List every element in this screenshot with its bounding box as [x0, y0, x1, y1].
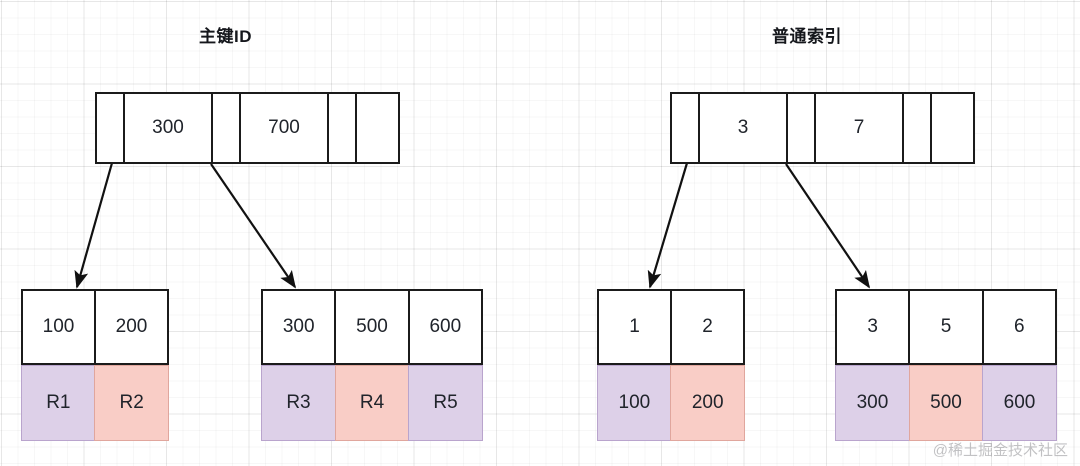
leaf-4-value-cell: 500 — [908, 365, 984, 441]
leaf-4-value-cell: 300 — [835, 365, 910, 441]
leaf-4-value-row: 300 500 600 — [835, 365, 1057, 441]
leaf-1-value-row: R1 R2 — [21, 365, 170, 441]
leaf-3-value-cell: 100 — [597, 365, 672, 441]
root-cell-key-700: 700 — [241, 94, 329, 162]
primary-key-tree-title: 主键ID — [199, 27, 252, 46]
leaf-1-value-cell: R1 — [21, 365, 96, 441]
leaf-2-value-cell: R5 — [408, 365, 483, 441]
leaf-4-key-cell: 6 — [983, 291, 1055, 363]
leaf-3-value-cell: 200 — [670, 365, 746, 441]
root-cell-key-7: 7 — [816, 94, 904, 162]
root-cell-pointer — [788, 94, 816, 162]
leaf-4-key-cell: 3 — [837, 291, 911, 363]
secondary-index-tree-title: 普通索引 — [772, 27, 842, 46]
root-cell-pointer — [329, 94, 357, 162]
root-cell-pointer — [97, 94, 125, 162]
leaf-4-key-row: 3 5 6 — [835, 289, 1057, 365]
leaf-node-3: 1 2 100 200 — [597, 289, 746, 441]
root-node-secondary: 3 7 — [670, 92, 975, 164]
leaf-3-key-row: 1 2 — [597, 289, 745, 365]
root-cell-pointer — [213, 94, 241, 162]
arrow-root-to-leaf-1 — [74, 162, 114, 289]
root-cell-pointer — [672, 94, 700, 162]
leaf-2-key-row: 300 500 600 — [261, 289, 483, 365]
leaf-node-1: 100 200 R1 R2 — [21, 289, 170, 441]
root-cell-empty — [357, 94, 398, 162]
leaf-2-value-cell: R3 — [261, 365, 336, 441]
root-cell-key-300: 300 — [125, 94, 213, 162]
leaf-3-key-cell: 1 — [599, 291, 672, 363]
root-cell-key-3: 3 — [700, 94, 788, 162]
leaf-1-key-row: 100 200 — [21, 289, 169, 365]
leaf-1-key-cell: 200 — [96, 291, 167, 363]
leaf-3-key-cell: 2 — [672, 291, 743, 363]
watermark: @稀土掘金技术社区 — [932, 442, 1068, 459]
root-cell-empty — [932, 94, 973, 162]
leaf-node-2: 300 500 600 R3 R4 R5 — [261, 289, 483, 441]
leaf-4-key-cell: 5 — [910, 291, 984, 363]
leaf-2-value-cell: R4 — [334, 365, 410, 441]
leaf-2-key-cell: 600 — [409, 291, 481, 363]
arrow-root-to-leaf-2 — [210, 163, 296, 289]
leaf-2-key-cell: 300 — [263, 291, 337, 363]
arrow-root-to-leaf-4 — [785, 163, 870, 289]
leaf-4-value-cell: 600 — [982, 365, 1057, 441]
leaf-node-4: 3 5 6 300 500 600 — [835, 289, 1057, 441]
leaf-2-value-row: R3 R4 R5 — [261, 365, 483, 441]
leaf-3-value-row: 100 200 — [597, 365, 746, 441]
leaf-1-value-cell: R2 — [94, 365, 170, 441]
leaf-1-key-cell: 100 — [23, 291, 96, 363]
root-cell-pointer — [904, 94, 932, 162]
leaf-2-key-cell: 500 — [336, 291, 410, 363]
arrow-root-to-leaf-3 — [647, 162, 689, 289]
root-node-primary: 300 700 — [95, 92, 400, 164]
